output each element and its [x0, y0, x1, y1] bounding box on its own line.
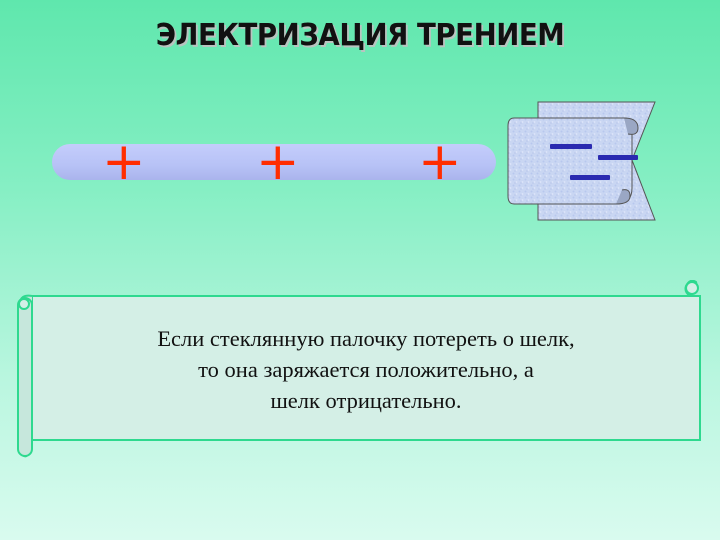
scroll-message: Если стеклянную палочку потереть о шелк,…: [36, 323, 696, 416]
minus-charge: [570, 175, 610, 180]
minus-charge: [598, 155, 638, 160]
silk-cloth: [507, 101, 656, 221]
plus-charge: +: [418, 132, 462, 192]
plus-charge: +: [256, 132, 300, 192]
slide-title: ЭЛЕКТРИЗАЦИЯ ТРЕНИЕМ: [155, 18, 565, 53]
glass-rod: [52, 144, 496, 180]
scroll-banner: [17, 280, 701, 458]
message-line: шелк отрицательно.: [270, 388, 462, 413]
message-line: Если стеклянную палочку потереть о шелк,: [157, 326, 575, 351]
message-line: то она заряжается положительно, а: [198, 357, 534, 382]
minus-charge: [550, 144, 592, 149]
plus-charge: +: [102, 132, 146, 192]
